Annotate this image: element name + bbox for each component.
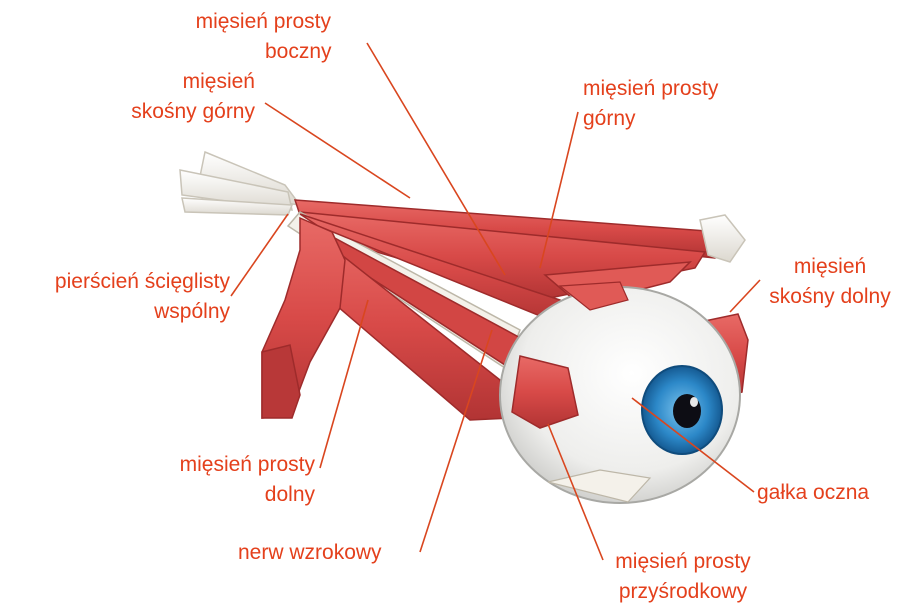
leader-superior-oblique: [265, 103, 410, 198]
superior-oblique-tendon: [180, 152, 300, 215]
label-lateral-rectus: mięsień prosty boczny: [195, 7, 332, 67]
label-superior-rectus: mięsień prosty górny: [583, 74, 718, 134]
label-optic-nerve: nerw wzrokowy: [238, 538, 382, 568]
label-superior-oblique: mięsień skośny górny: [105, 67, 255, 127]
label-inferior-rectus: mięsień prosty dolny: [130, 450, 315, 510]
leader-common-ring: [231, 214, 288, 296]
label-inferior-oblique: mięsień skośny dolny: [760, 252, 900, 312]
label-medial-rectus: mięsień prosty przyśrodkowy: [593, 547, 773, 607]
label-common-tendinous-ring: pierścień ścięglisty wspólny: [12, 267, 230, 327]
label-eyeball: gałka oczna: [757, 478, 869, 508]
leader-inferior-oblique: [730, 280, 760, 312]
